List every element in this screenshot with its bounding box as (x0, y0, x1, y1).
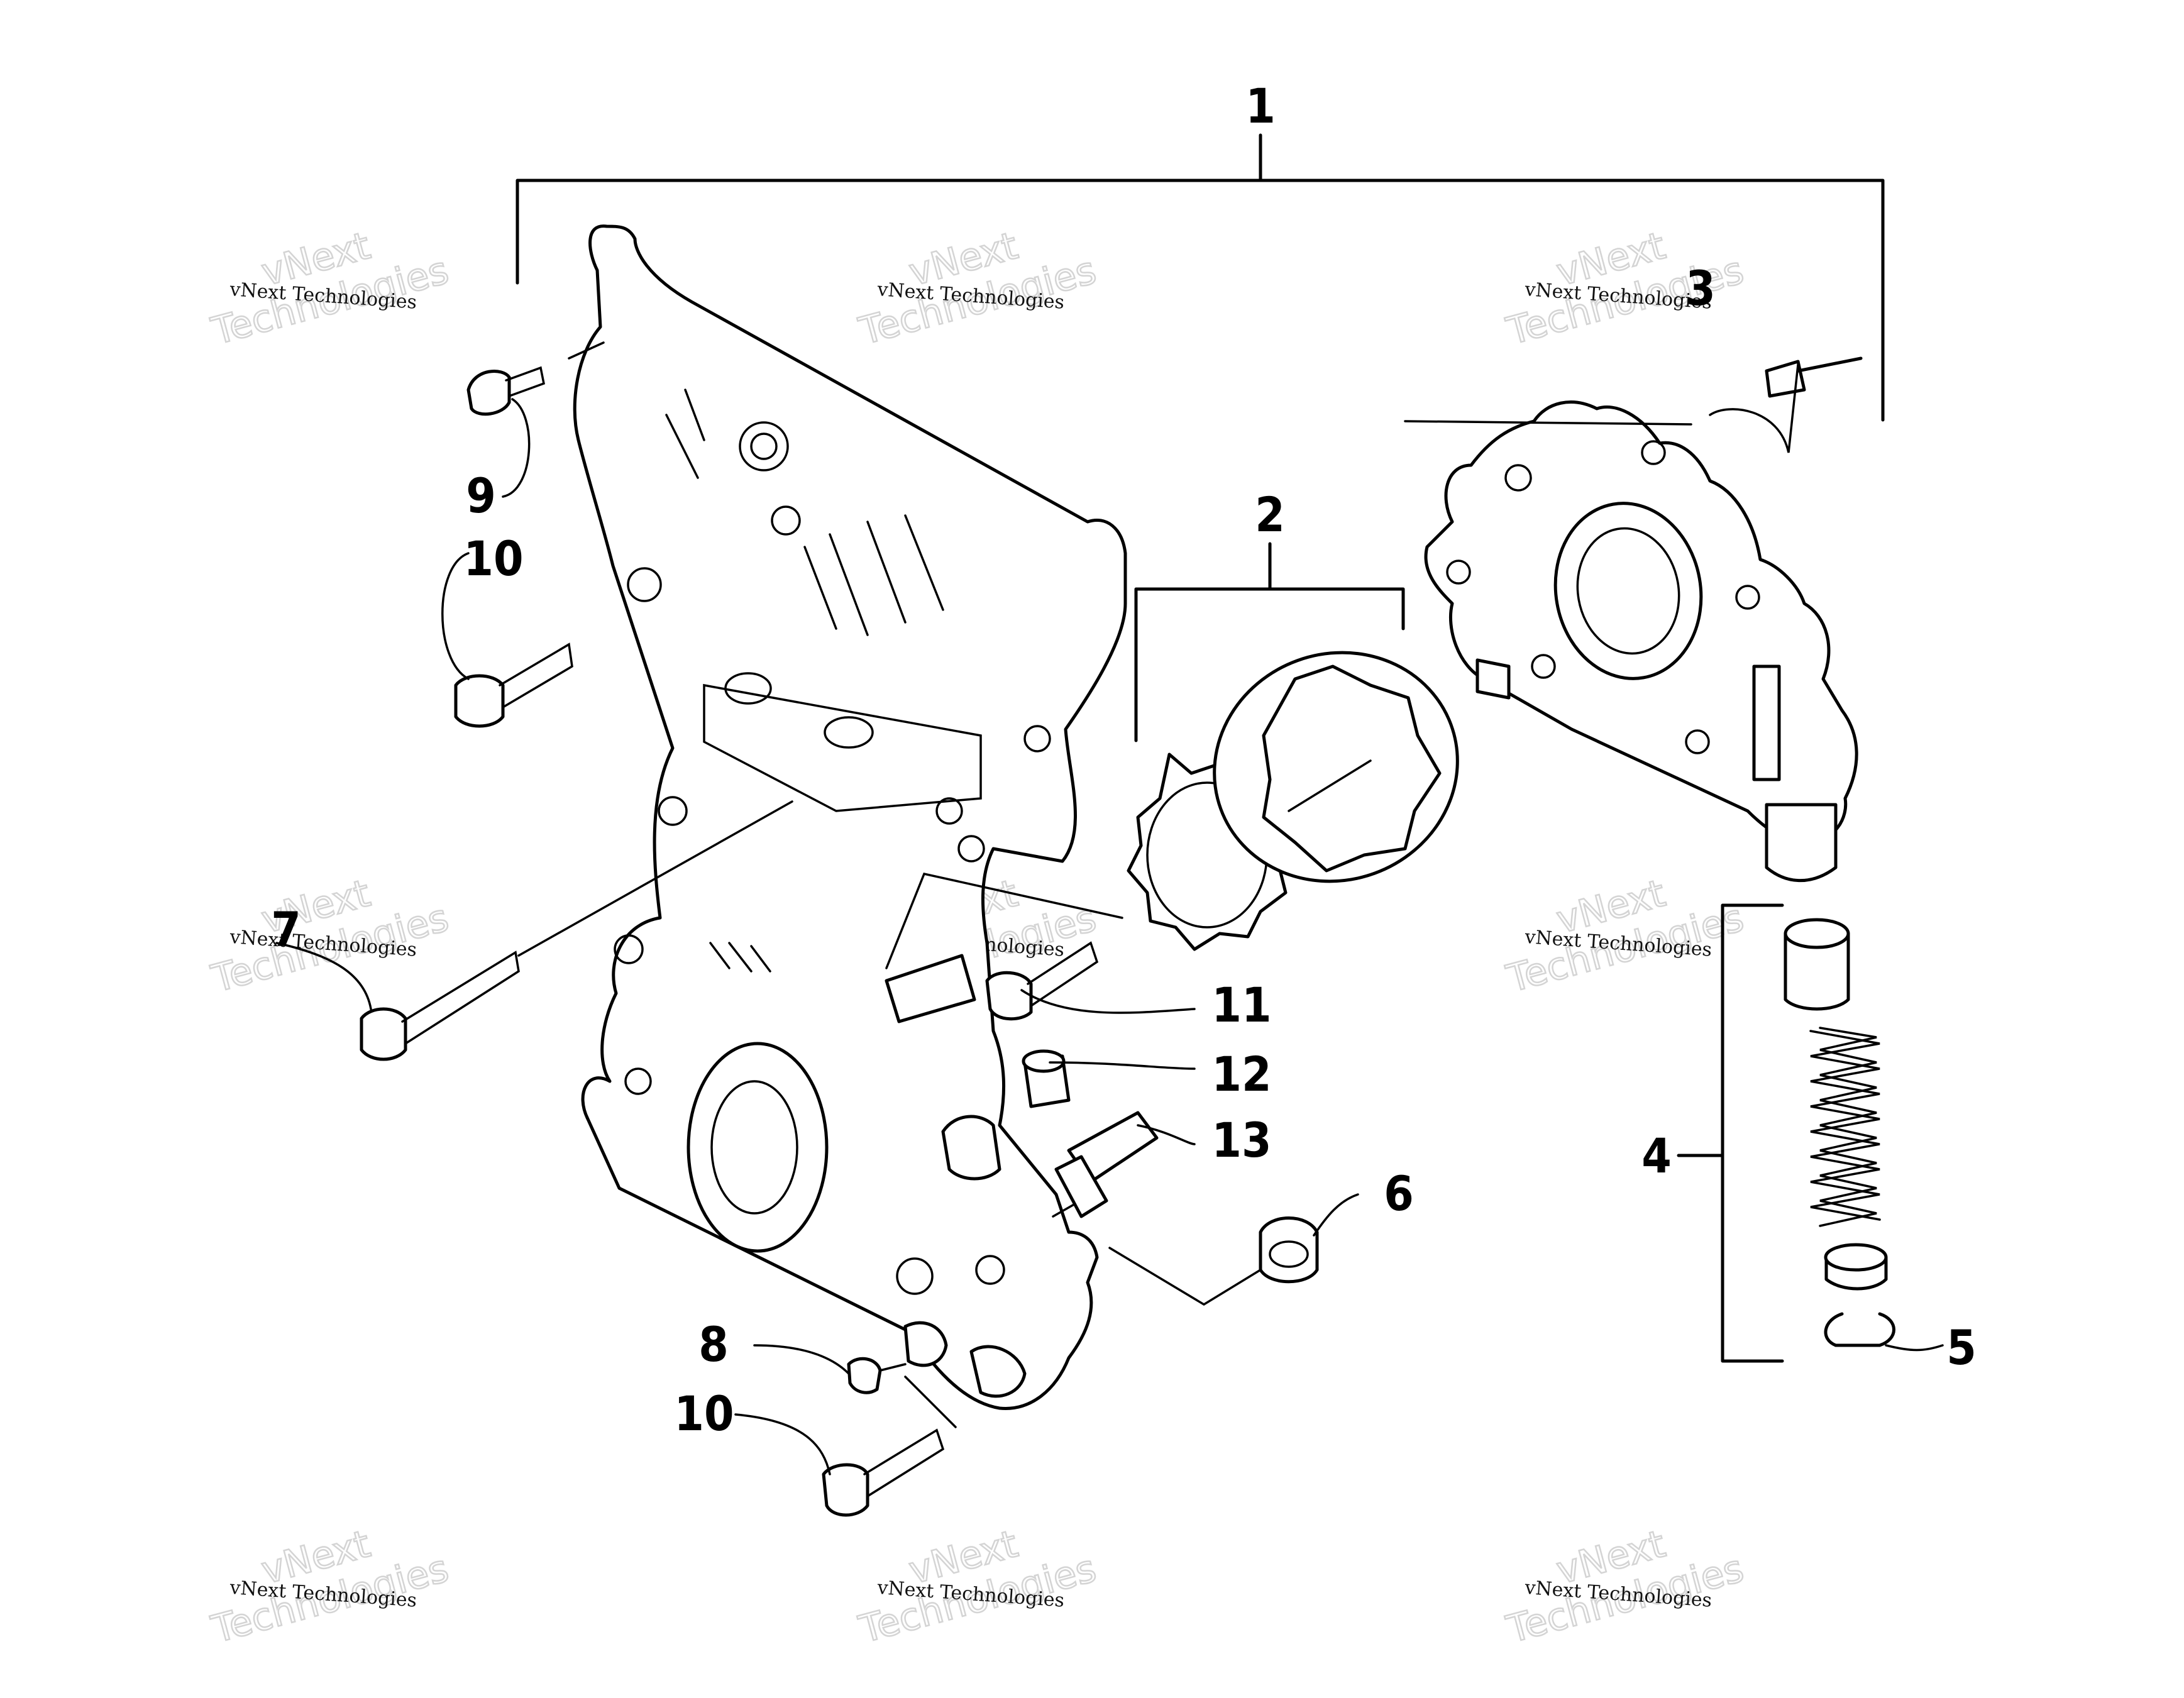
bolt-10-upper (454, 642, 573, 728)
label-part-2: 2 (1255, 487, 1285, 543)
label-part-6: 6 (1384, 1166, 1414, 1221)
front-cover (573, 224, 1127, 1410)
part-labels: 1 2 3 4 5 6 7 8 9 10 10 11 12 13 (271, 78, 1977, 1442)
label-part-4: 4 (1641, 1128, 1672, 1184)
label-part-5: 5 (1946, 1320, 1977, 1375)
oil-pump-housing (1424, 400, 1858, 883)
plug-6 (1259, 1216, 1319, 1284)
outer-rotor (1213, 651, 1459, 883)
label-part-10-lower: 10 (674, 1386, 734, 1442)
bracket-4 (1677, 903, 1784, 1363)
screw-3 (1765, 356, 1863, 398)
relief-valve-seat (1824, 1243, 1888, 1291)
relief-valve-piston (1784, 918, 1850, 1011)
bolt-10-lower (822, 1428, 945, 1517)
bracket-1 (516, 133, 1885, 422)
relief-valve-spring (1809, 1027, 1881, 1227)
label-part-12: 12 (1211, 1046, 1271, 1102)
snap-ring (1824, 1312, 1895, 1347)
dowel-pin (885, 954, 976, 1023)
leader-lines (275, 341, 1944, 1475)
bolt-9 (466, 366, 546, 416)
label-part-11: 11 (1211, 977, 1271, 1033)
watermark: vNext Technologies vNext Technologies (206, 871, 454, 1002)
sleeve-12 (1022, 1049, 1071, 1108)
watermark: vNext Technologies vNext Technologies (1501, 871, 1749, 1002)
pressure-switch-13 (1052, 1111, 1159, 1218)
bolt-7 (360, 951, 520, 1061)
watermark: vNext Technologies vNext Technologies (1501, 1521, 1749, 1653)
label-part-7: 7 (271, 901, 301, 957)
label-part-10-upper: 10 (463, 531, 523, 587)
label-part-3: 3 (1685, 260, 1716, 316)
watermark: vNext Technologies vNext Technologies (854, 223, 1101, 355)
watermark: vNext Technologies vNext Technologies (206, 223, 454, 355)
label-part-9: 9 (466, 468, 496, 524)
plug-8 (847, 1357, 882, 1394)
label-part-13: 13 (1211, 1112, 1271, 1168)
watermark: vNext Technologies vNext Technologies (854, 1521, 1101, 1653)
label-part-8: 8 (698, 1316, 729, 1372)
label-part-1: 1 (1245, 78, 1276, 134)
watermark: vNext Technologies vNext Technologies (206, 1521, 454, 1653)
bolt-11 (985, 941, 1099, 1021)
bracket-2 (1134, 542, 1405, 742)
